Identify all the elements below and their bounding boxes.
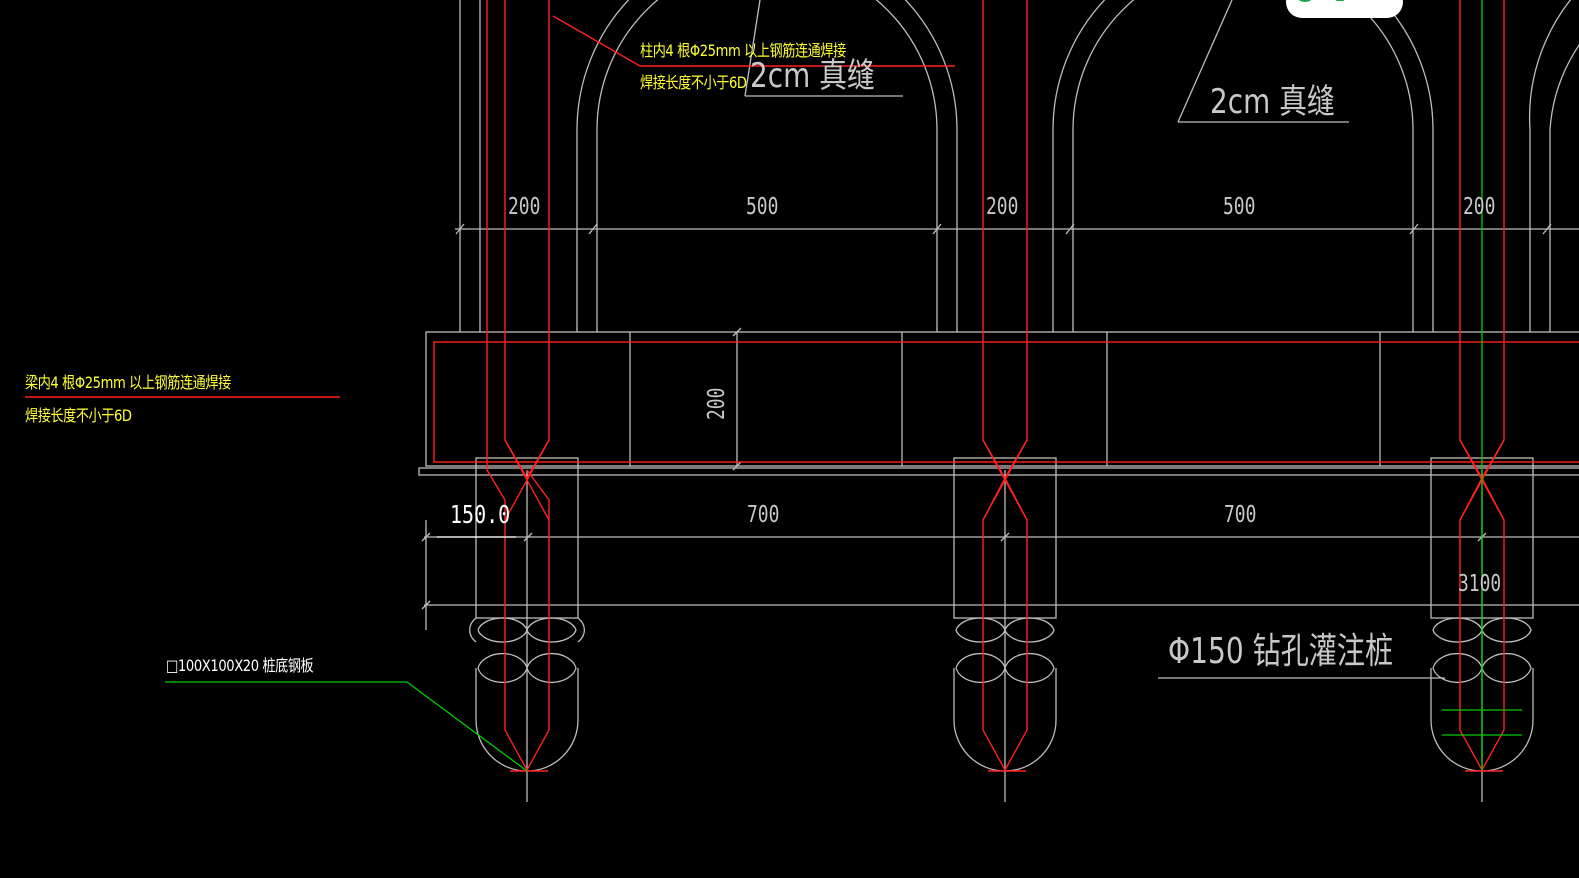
dim-col-width-2: 200 (986, 194, 1019, 220)
dim-beam-height: 200 (704, 387, 730, 420)
gap-label-right: 2cm 真缝 (1210, 82, 1335, 122)
base-plate-note: □100X100X20 桩底钢板 (166, 656, 314, 675)
dim-span-2: 500 (1223, 194, 1256, 220)
beam-rebar-note-line1: 梁内4 根Φ25mm 以上钢筋连通焊接 (25, 373, 231, 392)
battery-icon (1336, 0, 1344, 1)
dim-edge-offset: 150.0 (450, 500, 511, 529)
beam-rebar-note-line2: 焊接长度不小于6D (25, 406, 132, 425)
pile-2 (953, 457, 1057, 802)
column-rebar-note-line1: 柱内4 根Φ25mm 以上钢筋连通焊接 (640, 41, 846, 60)
green-leaders (165, 0, 1522, 772)
arch-left-full (576, 0, 958, 332)
gap-label-left: 2cm 真缝 (750, 56, 875, 96)
dim-col-width-3: 200 (1463, 194, 1496, 220)
dim-pile-spacing-2: 700 (1224, 502, 1257, 528)
status-pill[interactable]: 1 (1286, 0, 1403, 18)
rebar-lines (25, 0, 1579, 772)
column-rebar-note-line2: 焊接长度不小于6D (640, 73, 747, 92)
dim-pile-spacing-1: 700 (747, 502, 780, 528)
arch-middle (1052, 0, 1434, 332)
record-icon (1294, 0, 1316, 2)
dim-span-1: 500 (746, 194, 779, 220)
pile-1 (469, 457, 585, 802)
dim-col-width-1: 200 (508, 194, 541, 220)
arch-right-partial (1528, 0, 1579, 332)
pile-type-label: Φ150 钻孔灌注桩 (1168, 631, 1394, 672)
dim-total-length: 3100 (1458, 571, 1502, 597)
